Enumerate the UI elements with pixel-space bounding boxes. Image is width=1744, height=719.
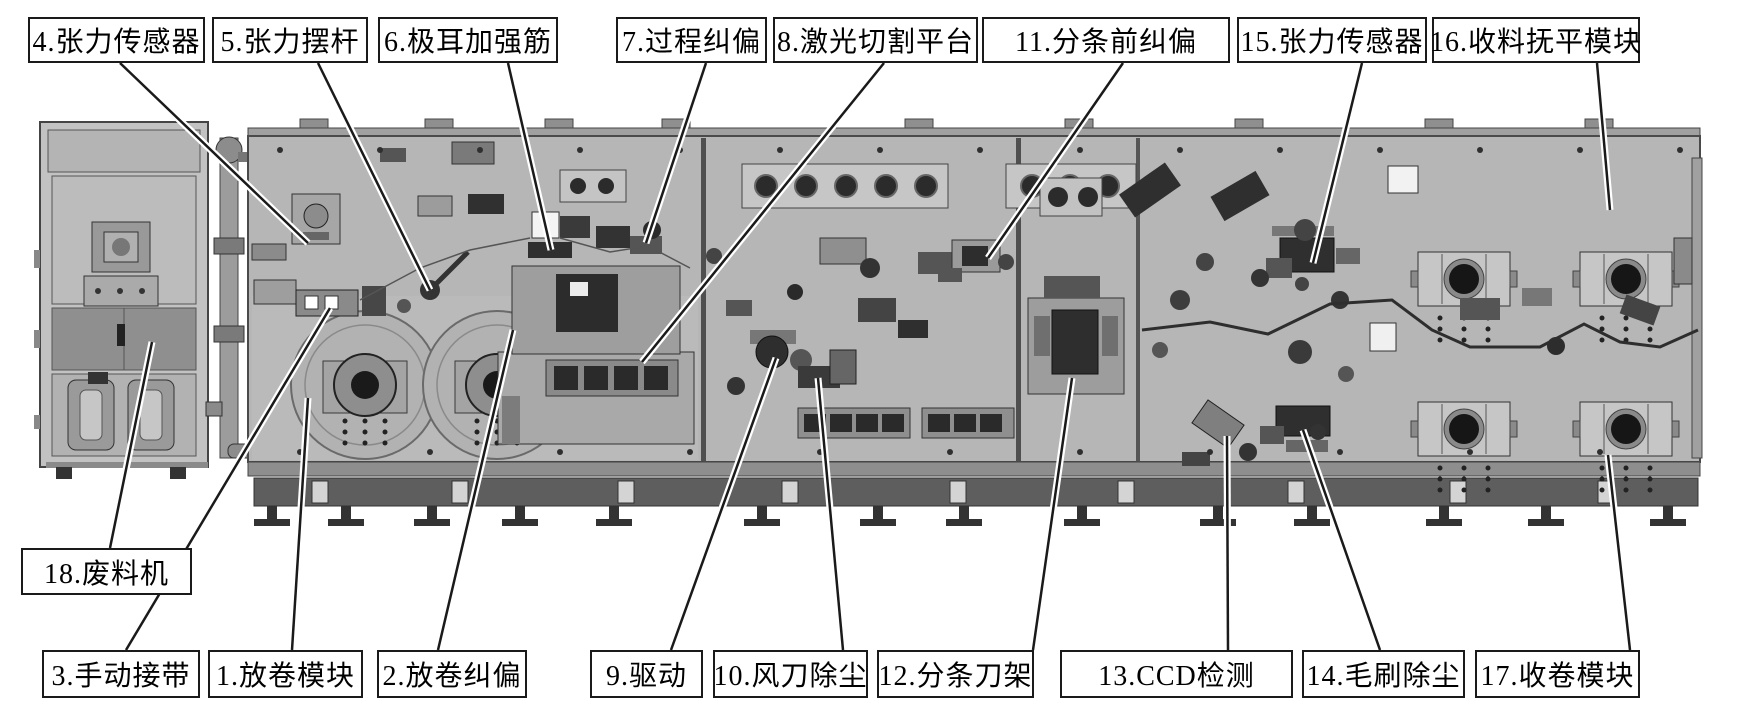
winding-section <box>1141 165 1699 493</box>
callout-label-11: 11.分条前纠偏 <box>982 17 1230 63</box>
callout-label-17: 17.收卷模块 <box>1475 650 1640 698</box>
leader-line-16 <box>1595 62 1612 211</box>
leader-line-8 <box>641 62 885 363</box>
callout-label-4: 4.张力传感器 <box>28 17 205 63</box>
leader-line-17 <box>1606 454 1632 651</box>
callout-label-8: 8.激光切割平台 <box>773 17 978 63</box>
leader-line-12 <box>1031 377 1074 651</box>
callout-label-7: 7.过程纠偏 <box>616 17 767 63</box>
leader-line-18 <box>108 341 154 549</box>
callout-label-16: 16.收料抚平模块 <box>1430 17 1641 63</box>
leader-line-15 <box>1311 62 1364 264</box>
leader-line-7 <box>644 62 708 244</box>
leader-line-10 <box>816 377 845 651</box>
callout-label-3: 3.手动接带 <box>42 650 200 698</box>
callout-label-9: 9.驱动 <box>590 650 703 698</box>
leader-line-5 <box>316 62 432 291</box>
callout-label-15: 15.张力传感器 <box>1237 17 1427 63</box>
leader-line-6 <box>506 62 553 251</box>
laser-platform <box>497 265 695 445</box>
leader-line-9 <box>669 357 778 651</box>
waste-machine-cabinet <box>34 121 209 479</box>
leader-line-13 <box>1225 435 1230 651</box>
leader-line-11 <box>986 62 1125 259</box>
callout-label-1: 1.放卷模块 <box>208 650 363 698</box>
process-section <box>706 163 1137 439</box>
slitting-section <box>1027 162 1257 466</box>
callout-label-2: 2.放卷纠偏 <box>377 650 527 698</box>
callout-label-6: 6.极耳加强筋 <box>378 17 558 63</box>
leader-line-1 <box>290 397 310 651</box>
machine-base <box>247 461 1701 526</box>
leader-line-14 <box>1301 429 1382 651</box>
callout-label-12: 12.分条刀架 <box>877 650 1034 698</box>
callout-label-5: 5.张力摆杆 <box>212 17 368 63</box>
leader-line-2 <box>436 329 515 651</box>
bolt-dots <box>277 147 1683 455</box>
leader-line-4 <box>119 62 309 244</box>
callout-label-14: 14.毛刷除尘 <box>1302 650 1465 698</box>
callout-label-13: 13.CCD检测 <box>1060 650 1293 698</box>
callout-label-10: 10.风刀除尘 <box>713 650 868 698</box>
callout-label-18: 18.废料机 <box>21 548 192 595</box>
